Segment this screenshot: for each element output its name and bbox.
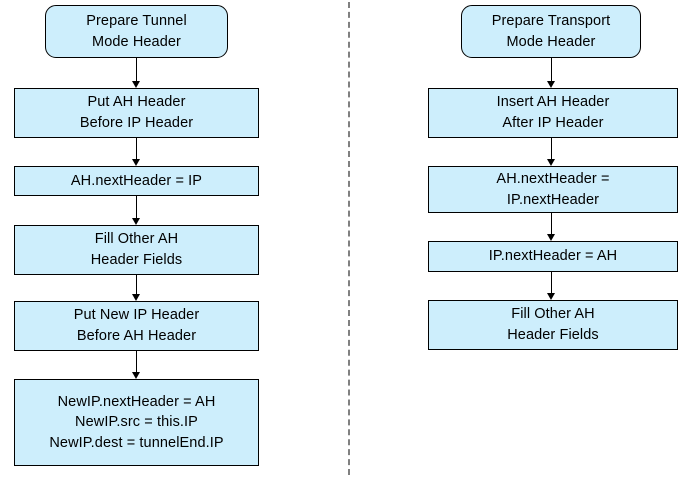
node-transport-fill-other[interactable]: Fill Other AH Header Fields bbox=[428, 300, 678, 350]
connector-transport-1-arrowhead bbox=[547, 81, 555, 88]
node-transport-ah-next[interactable]: AH.nextHeader = IP.nextHeader bbox=[428, 166, 678, 213]
node-tunnel-fill-other[interactable]: Fill Other AH Header Fields bbox=[14, 225, 259, 275]
connector-transport-4-arrowhead bbox=[547, 293, 555, 300]
node-transport-ip-next[interactable]: IP.nextHeader = AH bbox=[428, 241, 678, 272]
connector-transport-1 bbox=[551, 58, 552, 82]
connector-tunnel-3 bbox=[136, 196, 137, 219]
connector-tunnel-2-arrowhead bbox=[132, 159, 140, 166]
connector-tunnel-1-arrowhead bbox=[132, 81, 140, 88]
connector-tunnel-3-arrowhead bbox=[132, 218, 140, 225]
node-tunnel-put-new-ip[interactable]: Put New IP Header Before AH Header bbox=[14, 301, 259, 351]
connector-tunnel-4 bbox=[136, 275, 137, 295]
vertical-dashed-divider bbox=[348, 2, 350, 475]
node-tunnel-newip-fields[interactable]: NewIP.nextHeader = AH NewIP.src = this.I… bbox=[14, 379, 259, 466]
connector-transport-4 bbox=[551, 272, 552, 294]
connector-tunnel-5-arrowhead bbox=[132, 372, 140, 379]
node-tunnel-put-ah[interactable]: Put AH Header Before IP Header bbox=[14, 88, 259, 138]
connector-tunnel-1 bbox=[136, 58, 137, 82]
connector-transport-2-arrowhead bbox=[547, 159, 555, 166]
connector-transport-3 bbox=[551, 213, 552, 235]
connector-tunnel-4-arrowhead bbox=[132, 294, 140, 301]
connector-tunnel-2 bbox=[136, 138, 137, 160]
node-transport-start[interactable]: Prepare Transport Mode Header bbox=[461, 5, 641, 58]
node-transport-insert-ah[interactable]: Insert AH Header After IP Header bbox=[428, 88, 678, 138]
connector-transport-2 bbox=[551, 138, 552, 160]
node-tunnel-ah-next[interactable]: AH.nextHeader = IP bbox=[14, 166, 259, 196]
connector-transport-3-arrowhead bbox=[547, 234, 555, 241]
connector-tunnel-5 bbox=[136, 351, 137, 373]
node-tunnel-start[interactable]: Prepare Tunnel Mode Header bbox=[45, 5, 228, 58]
